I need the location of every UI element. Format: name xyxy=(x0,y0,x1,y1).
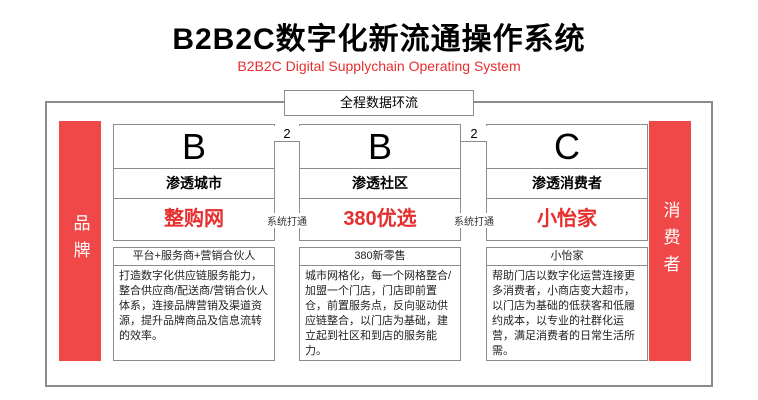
column-brand-name: 整购网 xyxy=(113,198,275,241)
column-letter: C xyxy=(486,124,648,169)
column-info-title: 380新零售 xyxy=(300,248,460,266)
consumer-side-label: 消费者 xyxy=(660,200,680,282)
system-link-label-right: 系统打通 xyxy=(450,213,498,228)
column-info-text: 城市网格化，每一个网格整合/加盟一个门店，门店即前置仓，前置服务点，反向驱动供应… xyxy=(305,270,452,357)
column-target: 渗透社区 xyxy=(299,168,461,199)
page-title: B2B2C数字化新流通操作系统 xyxy=(172,23,586,56)
column-c-consumer: C 渗透消费者 小怡家 小怡家 帮助门店以数字化运营连接更多消费者，小商店变大超… xyxy=(486,124,648,361)
column-letter: B xyxy=(299,124,461,169)
brand-side-bar: 品牌 xyxy=(59,121,101,361)
column-info-box: 平台+服务商+营销合伙人 打造数字化供应链服务能力，整合供应商/配送商/营销合伙… xyxy=(113,247,275,361)
consumer-side-bar: 消费者 xyxy=(649,121,691,361)
column-target: 渗透城市 xyxy=(113,168,275,199)
column-brand-name: 小怡家 xyxy=(486,198,648,241)
page-subtitle: B2B2C Digital Supplychain Operating Syst… xyxy=(237,58,521,74)
column-info-text: 打造数字化供应链服务能力，整合供应商/配送商/营销合伙人体系，连接品牌营销及渠道… xyxy=(119,270,269,342)
column-brand-name: 380优选 xyxy=(299,198,461,241)
connector-number-right: 2 xyxy=(461,126,487,142)
connector-number-left: 2 xyxy=(274,126,300,142)
column-info-title: 平台+服务商+营销合伙人 xyxy=(114,248,274,266)
column-letter: B xyxy=(113,124,275,169)
column-info-text: 帮助门店以数字化运营连接更多消费者，小商店变大超市，以门店为基础的低获客和低履约… xyxy=(492,270,635,357)
column-info-title: 小怡家 xyxy=(487,248,647,266)
column-b-community: B 渗透社区 380优选 380新零售 城市网格化，每一个网格整合/加盟一个门店… xyxy=(299,124,461,361)
brand-side-label: 品牌 xyxy=(70,214,90,268)
column-target: 渗透消费者 xyxy=(486,168,648,199)
data-loop-label: 全程数据环流 xyxy=(284,90,474,116)
column-b-city: B 渗透城市 整购网 平台+服务商+营销合伙人 打造数字化供应链服务能力，整合供… xyxy=(113,124,275,361)
column-info-box: 小怡家 帮助门店以数字化运营连接更多消费者，小商店变大超市，以门店为基础的低获客… xyxy=(486,247,648,361)
system-link-label-left: 系统打通 xyxy=(263,213,311,228)
column-info-box: 380新零售 城市网格化，每一个网格整合/加盟一个门店，门店即前置仓，前置服务点… xyxy=(299,247,461,361)
